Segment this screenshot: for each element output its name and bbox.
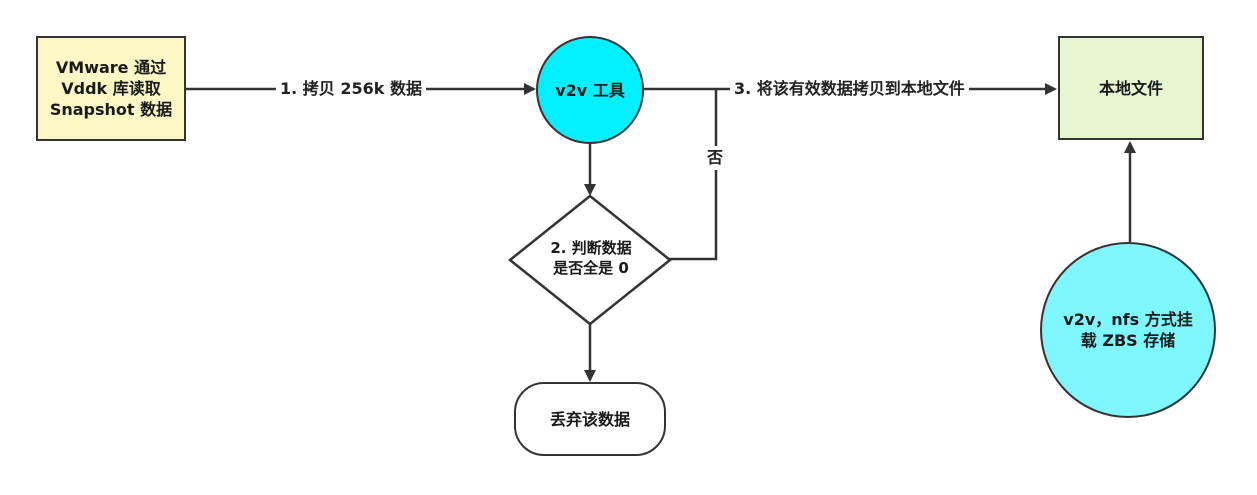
no-edge-label: 否 xyxy=(704,146,727,170)
edge-decision-no-branch xyxy=(668,89,718,261)
decision-label: 2. 判断数据 是否全是 0 xyxy=(550,239,632,277)
local-file-label: 本地文件 xyxy=(1098,78,1163,98)
nfs-mount-label: v2v，nfs 方式挂载 ZBS 存储 xyxy=(1063,310,1193,350)
store-edge-label: 3. 将该有效数据拷贝到本地文件 xyxy=(730,79,969,99)
discard-node: 丢弃该数据 xyxy=(514,382,666,456)
decision-diamond xyxy=(507,194,673,326)
decision-node: 2. 判断数据 是否全是 0 xyxy=(526,232,656,284)
nfs-mount-node: v2v，nfs 方式挂载 ZBS 存储 xyxy=(1040,242,1216,418)
v2v-tool-node: v2v 工具 xyxy=(536,36,644,144)
vmware-source-node: VMware 通过 Vddk 库读取 Snapshot 数据 xyxy=(36,36,186,141)
copy-edge-label: 1. 拷贝 256k 数据 xyxy=(276,79,426,99)
local-file-node: 本地文件 xyxy=(1058,36,1204,140)
discard-label: 丢弃该数据 xyxy=(549,409,630,429)
v2v-tool-label: v2v 工具 xyxy=(555,80,625,100)
vmware-source-label: VMware 通过 Vddk 库读取 Snapshot 数据 xyxy=(49,58,173,119)
